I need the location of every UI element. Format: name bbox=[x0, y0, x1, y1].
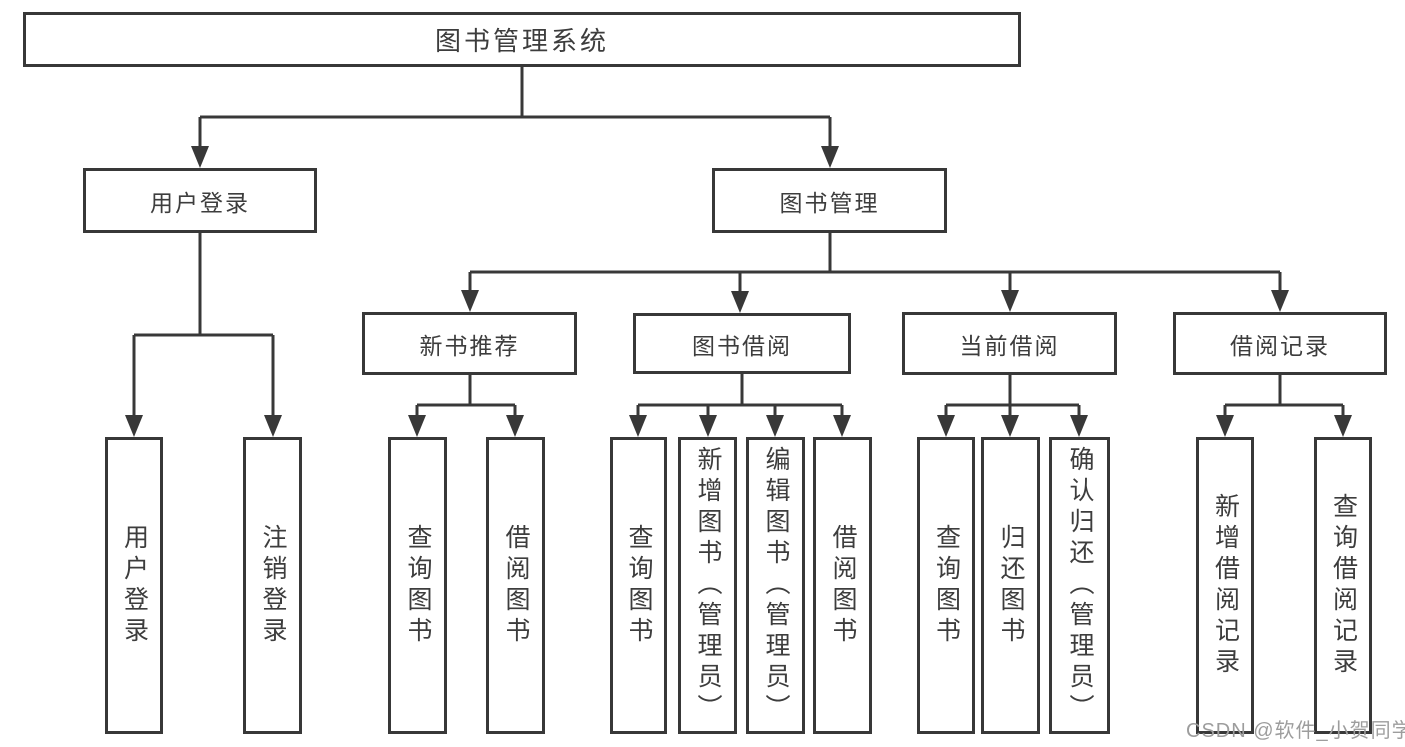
arrowhead-borrow-add bbox=[699, 415, 717, 437]
node-root-label: 图书管理系统 bbox=[434, 26, 609, 56]
arrowhead-current-return bbox=[1001, 415, 1019, 437]
arrowhead-rec-borrow bbox=[506, 415, 524, 437]
connector-mgmt-to-level3 bbox=[468, 233, 1282, 291]
arrowhead-borrow-query bbox=[629, 415, 647, 437]
leaf-rec-query-book-label: 查询图书 bbox=[404, 523, 432, 648]
leaf-borrow-borrow-book-label: 借阅图书 bbox=[829, 523, 857, 648]
leaf-current-return-book: 归还图书 bbox=[981, 437, 1040, 734]
leaf-user-login-label: 用户登录 bbox=[120, 523, 149, 648]
node-root-library-system: 图书管理系统 bbox=[23, 12, 1021, 67]
leaf-records-add: 新增借阅记录 bbox=[1196, 437, 1254, 734]
arrowhead-book-mgmt bbox=[821, 146, 839, 168]
node-borrow-records: 借阅记录 bbox=[1173, 312, 1387, 375]
node-current-borrow-label: 当前借阅 bbox=[959, 332, 1060, 359]
arrowhead-user-login bbox=[191, 146, 209, 168]
leaf-records-query-label: 查询借阅记录 bbox=[1329, 492, 1358, 679]
leaf-borrow-borrow-book: 借阅图书 bbox=[813, 437, 872, 734]
node-new-book-rec-label: 新书推荐 bbox=[419, 332, 520, 359]
arrowhead-current-borrow bbox=[1001, 290, 1019, 312]
arrowhead-new-book-rec bbox=[461, 290, 479, 312]
leaf-current-confirm-return-label: 确认归还（管理员） bbox=[1066, 446, 1094, 725]
arrowhead-current-confirm bbox=[1070, 415, 1088, 437]
leaf-logout-label: 注销登录 bbox=[259, 523, 287, 648]
leaf-current-confirm-return: 确认归还（管理员） bbox=[1049, 437, 1110, 734]
arrowhead-borrow-records bbox=[1271, 290, 1289, 312]
node-book-borrow: 图书借阅 bbox=[633, 313, 851, 374]
arrowhead-book-borrow bbox=[731, 291, 749, 313]
arrowhead-records-add bbox=[1216, 415, 1234, 437]
node-user-login: 用户登录 bbox=[83, 168, 317, 233]
leaf-logout: 注销登录 bbox=[243, 437, 302, 734]
connector-current-children bbox=[944, 375, 1081, 416]
connector-root-to-level2 bbox=[198, 67, 832, 147]
leaf-borrow-add-book: 新增图书（管理员） bbox=[678, 437, 737, 734]
node-user-login-label: 用户登录 bbox=[150, 189, 250, 216]
leaf-user-login: 用户登录 bbox=[105, 437, 163, 734]
leaf-borrow-edit-book-label: 编辑图书（管理员） bbox=[762, 446, 790, 725]
leaf-rec-borrow-book: 借阅图书 bbox=[486, 437, 545, 734]
node-book-mgmt: 图书管理 bbox=[712, 168, 947, 233]
connector-borrow-children bbox=[636, 374, 844, 416]
connector-user-login-children bbox=[132, 233, 275, 416]
leaf-borrow-query-book: 查询图书 bbox=[610, 437, 667, 734]
node-book-mgmt-label: 图书管理 bbox=[779, 189, 880, 216]
leaf-borrow-add-book-label: 新增图书（管理员） bbox=[694, 446, 722, 725]
arrowhead-leaf-user-login bbox=[125, 415, 143, 437]
arrowhead-borrow-borrow bbox=[833, 415, 851, 437]
arrowhead-rec-query bbox=[408, 415, 426, 437]
arrowhead-records-query bbox=[1334, 415, 1352, 437]
node-borrow-records-label: 借阅记录 bbox=[1230, 332, 1330, 359]
leaf-borrow-query-book-label: 查询图书 bbox=[625, 523, 653, 648]
leaf-borrow-edit-book: 编辑图书（管理员） bbox=[746, 437, 805, 734]
leaf-rec-query-book: 查询图书 bbox=[388, 437, 447, 734]
arrowhead-leaf-logout bbox=[264, 415, 282, 437]
connector-rec-children bbox=[415, 375, 517, 416]
leaf-rec-borrow-book-label: 借阅图书 bbox=[502, 523, 530, 648]
node-current-borrow: 当前借阅 bbox=[902, 312, 1117, 375]
leaf-current-query-book-label: 查询图书 bbox=[932, 523, 961, 648]
leaf-records-add-label: 新增借阅记录 bbox=[1211, 492, 1240, 679]
arrowhead-borrow-edit bbox=[766, 415, 784, 437]
connector-records-children bbox=[1223, 375, 1345, 416]
arrowhead-current-query bbox=[937, 415, 955, 437]
csdn-watermark: CSDN @软件_小贺同学 bbox=[1186, 720, 1405, 742]
node-new-book-rec: 新书推荐 bbox=[362, 312, 577, 375]
leaf-current-query-book: 查询图书 bbox=[917, 437, 975, 734]
leaf-current-return-book-label: 归还图书 bbox=[997, 523, 1025, 648]
node-book-borrow-label: 图书借阅 bbox=[692, 332, 792, 359]
leaf-records-query: 查询借阅记录 bbox=[1314, 437, 1372, 734]
